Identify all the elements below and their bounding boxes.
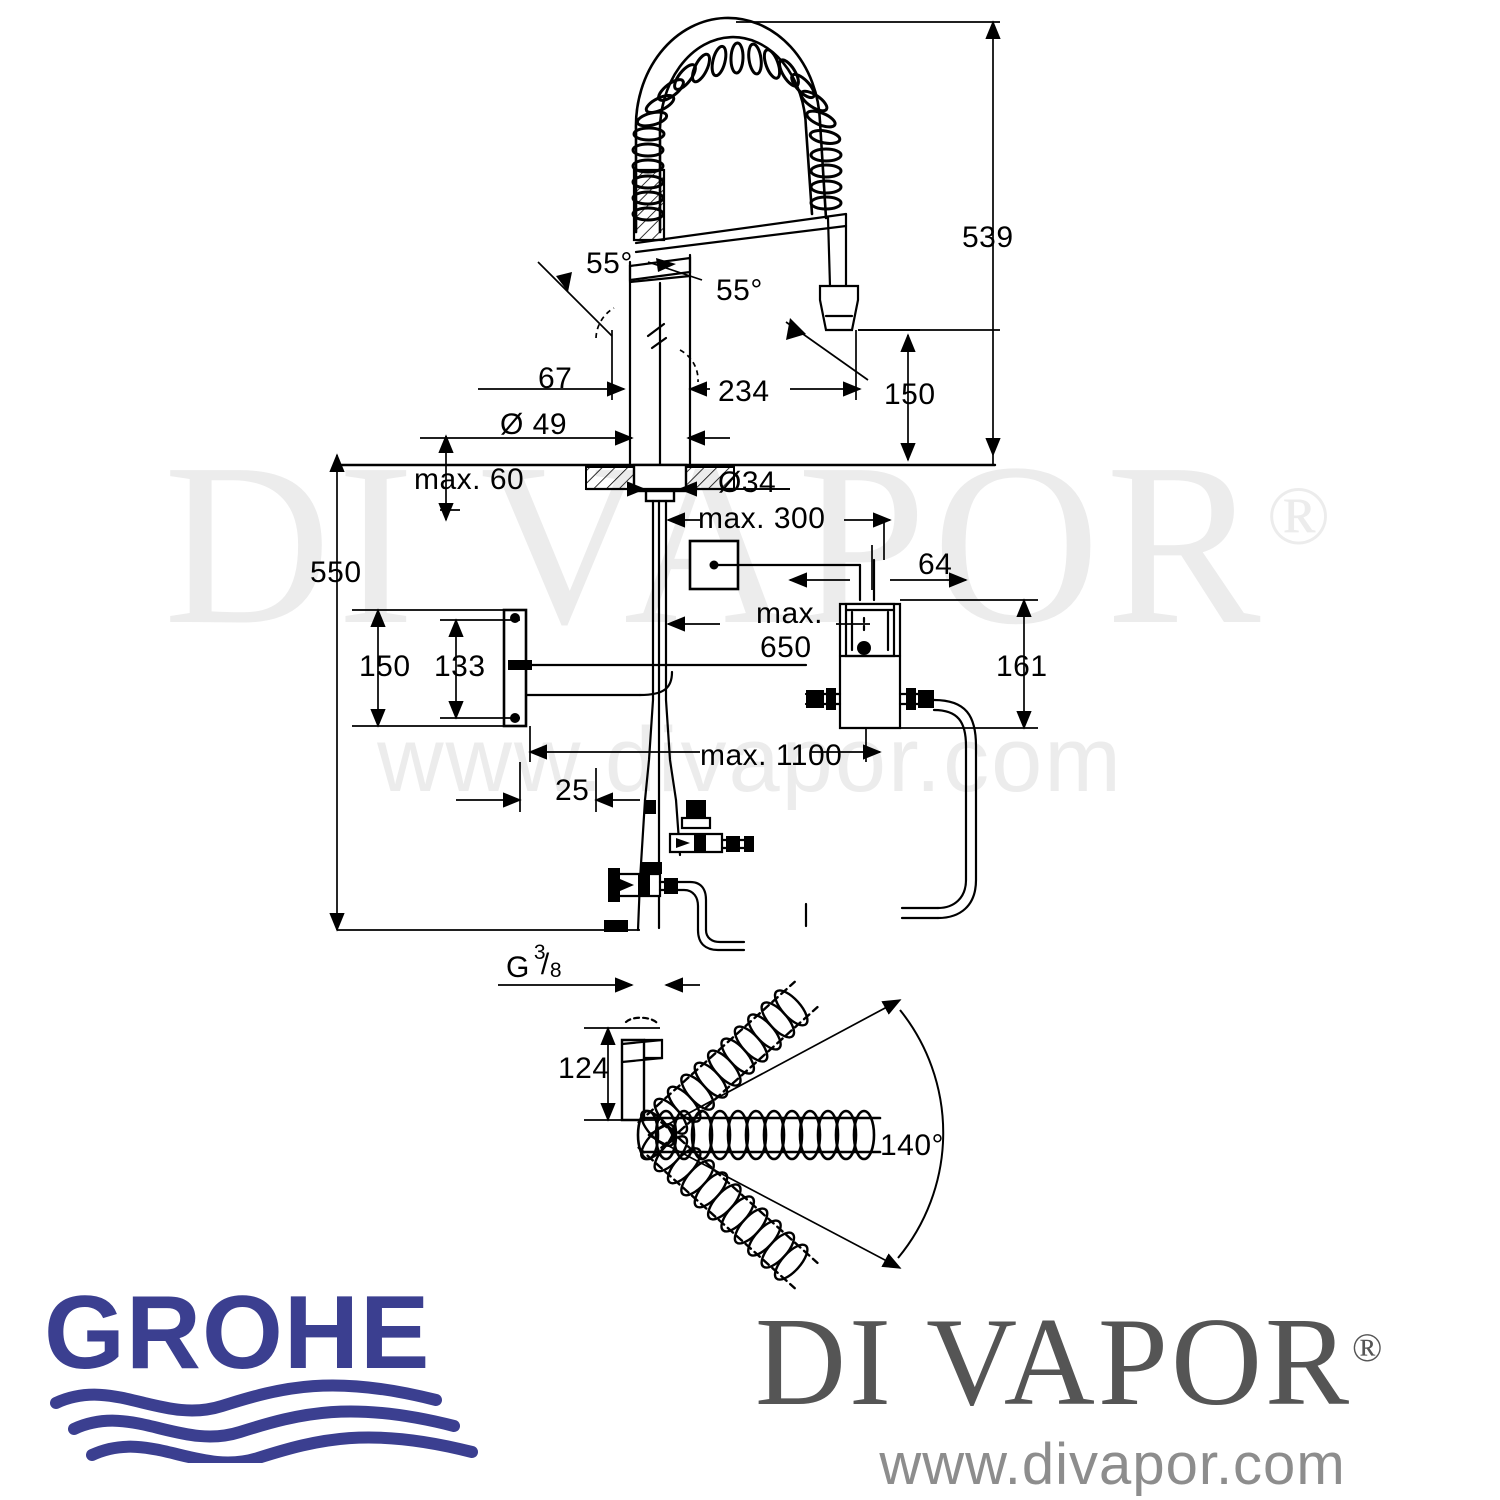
dim-124: 124 xyxy=(558,1052,610,1085)
fraction-slash: / xyxy=(540,948,550,982)
grohe-wave-icon xyxy=(50,1379,478,1469)
divapor-text: DI VAPOR xyxy=(755,1293,1353,1432)
mixing-valve-assembly xyxy=(804,558,978,928)
dim-234: 234 xyxy=(718,375,770,408)
dim-67: 67 xyxy=(538,362,573,395)
dim-64: 64 xyxy=(918,548,953,581)
dim-55-right: 55° xyxy=(716,274,763,307)
coil-hose-lower xyxy=(637,1121,819,1290)
dim-55-left: 55° xyxy=(586,247,633,280)
dim-max-650-line2: 650 xyxy=(760,631,812,664)
swivel-detail-view xyxy=(620,980,882,1290)
dim-max-650-line1: max. xyxy=(756,597,824,630)
dimension-lines xyxy=(329,20,1038,1269)
thread-letter: G xyxy=(506,951,530,984)
dim-diameter-34: Ø34 xyxy=(718,466,777,499)
divapor-registered-icon: ® xyxy=(1352,1325,1386,1370)
dim-max-1100: max. 1100 xyxy=(700,739,843,772)
dim-150-plate: 150 xyxy=(359,650,411,683)
dim-550: 550 xyxy=(310,556,362,589)
thread-fraction: 3/8 xyxy=(530,942,564,986)
coil-hose-upper xyxy=(637,980,819,1149)
dim-diameter-49: Ø 49 xyxy=(500,408,568,441)
fraction-numerator: 3 xyxy=(533,941,547,965)
dim-max-60: max. 60 xyxy=(414,463,525,496)
fraction-denominator: 8 xyxy=(549,959,563,983)
lower-valve-group xyxy=(604,800,754,952)
grohe-wordmark: GROHE xyxy=(44,1288,430,1391)
faucet-elevation-view xyxy=(335,16,997,1290)
dim-25: 25 xyxy=(555,774,590,807)
divapor-url: www.divapor.com xyxy=(879,1432,1346,1497)
spray-head xyxy=(818,212,860,332)
divapor-wordmark: DI VAPOR® xyxy=(755,1300,1470,1426)
dim-539: 539 xyxy=(962,221,1014,254)
grohe-logo: GROHE xyxy=(44,1275,494,1469)
dim-133: 133 xyxy=(434,650,486,683)
spring-coil-arch xyxy=(631,16,843,242)
dim-161: 161 xyxy=(996,650,1048,683)
dim-140-degrees: 140° xyxy=(880,1129,945,1162)
swivel-arm xyxy=(634,212,848,254)
grohe-logo-svg: GROHE xyxy=(44,1275,478,1469)
divapor-logo: DI VAPOR® www.divapor.com xyxy=(755,1300,1470,1494)
dim-150-spout: 150 xyxy=(884,378,936,411)
dim-max-300: max. 300 xyxy=(698,502,826,535)
tap-body-column xyxy=(628,253,692,467)
control-module-box xyxy=(688,539,862,591)
